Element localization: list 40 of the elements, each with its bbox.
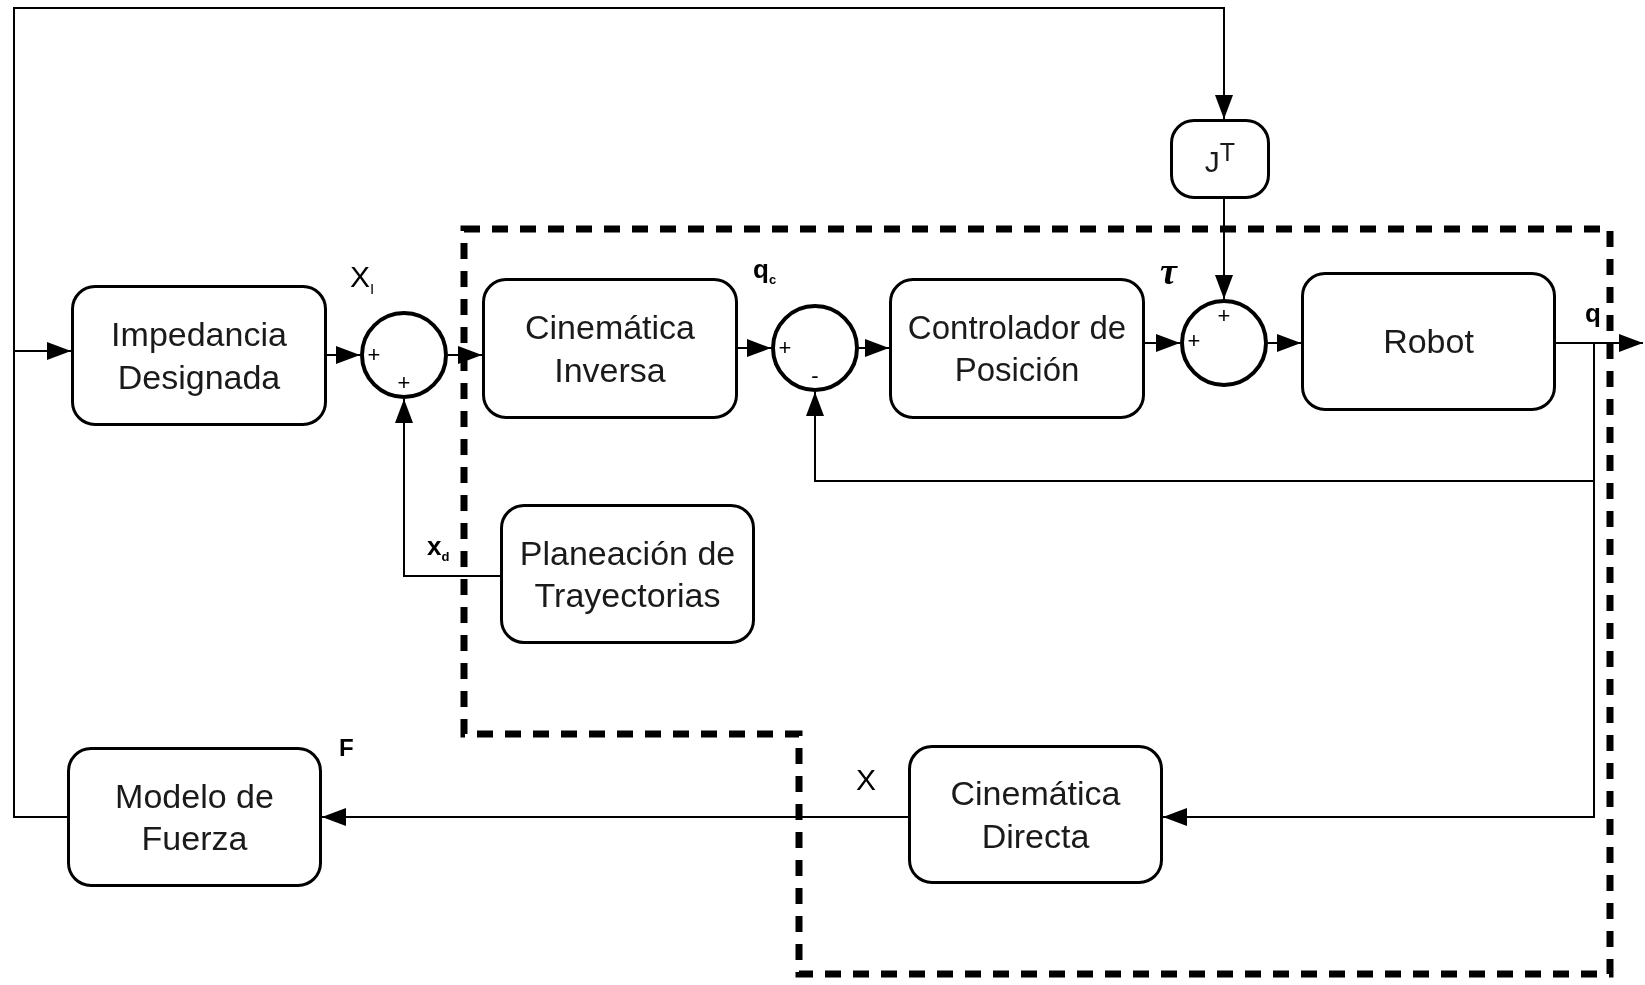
signal-label: q	[1585, 300, 1601, 326]
block	[71, 285, 327, 426]
signal-label: x$_{d}$	[427, 533, 450, 564]
block-label: J$^{T}$	[1203, 137, 1237, 181]
block-label: Modelo de Fuerza	[114, 775, 275, 859]
sign-symbol: +	[367, 344, 381, 366]
signal-label: X	[856, 765, 876, 795]
arrow	[395, 398, 501, 577]
block-label: Controlador de Posición	[906, 308, 1128, 390]
block-label: Planeación de Trayectorias	[518, 532, 737, 616]
arrow	[447, 346, 483, 364]
sign-symbol: -	[811, 365, 819, 387]
block	[889, 278, 1145, 419]
signal-label: X$_{I}$	[350, 262, 375, 296]
arrow	[1215, 198, 1233, 300]
arrow	[737, 339, 772, 357]
block	[67, 747, 322, 887]
sign-symbol: +	[778, 337, 792, 359]
sign-symbol: +	[1187, 330, 1201, 352]
block	[1301, 272, 1556, 411]
block	[908, 745, 1163, 884]
arrow	[1162, 342, 1595, 826]
block-label: Robot	[1382, 321, 1475, 363]
signal-label: q$_{c}$	[753, 256, 777, 287]
block	[1170, 119, 1270, 199]
signal-label: τ	[1160, 252, 1177, 290]
arrow	[321, 808, 909, 826]
arrow	[1144, 334, 1181, 352]
arrow	[1267, 334, 1302, 352]
arrow	[858, 339, 890, 357]
block	[500, 504, 755, 644]
block-label: Cinemática Directa	[949, 773, 1122, 857]
block-label: Cinemática Inversa	[523, 307, 697, 391]
signal-label: F	[339, 736, 354, 760]
arrow	[326, 346, 361, 364]
sign-symbol: +	[397, 372, 411, 394]
arrow	[13, 7, 1233, 818]
block	[482, 278, 738, 419]
block-label: Impedancia Designada	[110, 314, 288, 398]
sign-symbol: +	[1217, 305, 1231, 327]
